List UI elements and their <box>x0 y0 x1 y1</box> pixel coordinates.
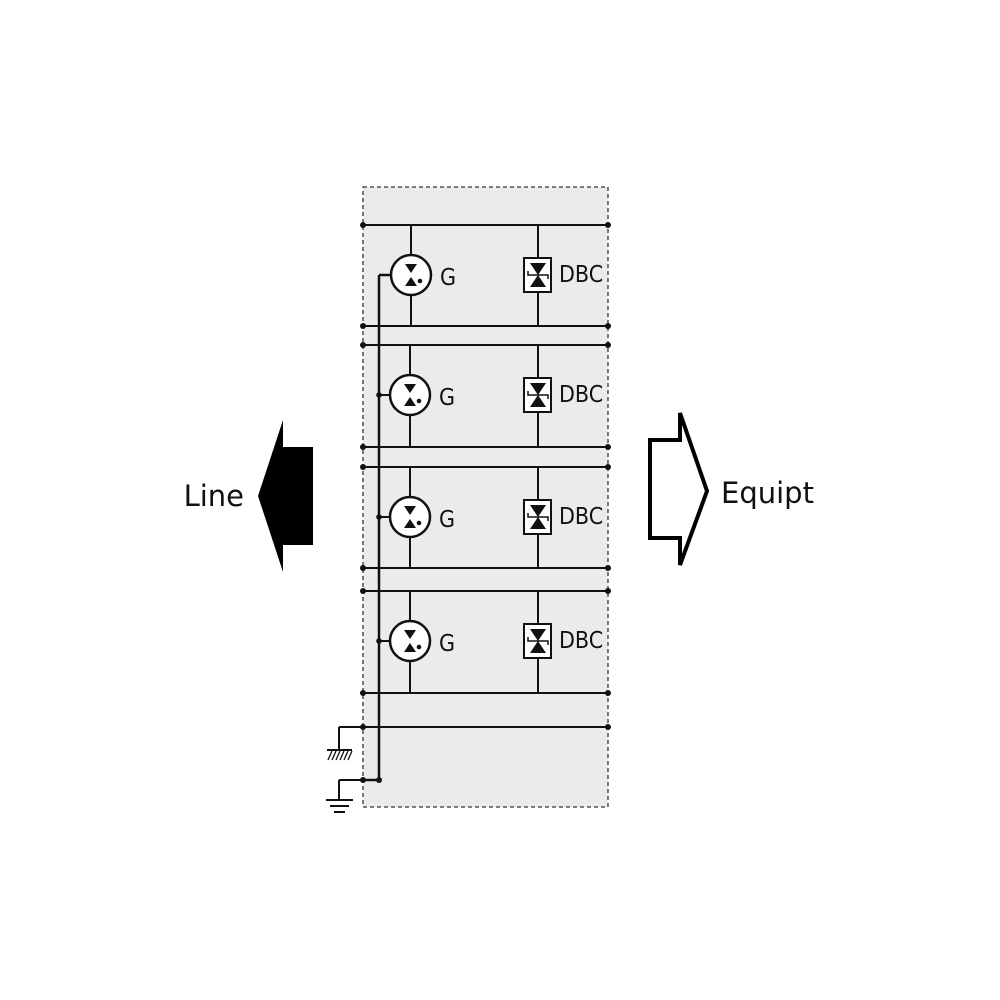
tube-ground-bus <box>360 275 382 783</box>
protection-stage: G DBC <box>360 222 611 329</box>
tube-label: G <box>439 385 455 411</box>
protection-stage: G DBC <box>360 342 611 450</box>
tube-label: G <box>439 631 455 657</box>
bidirectional-diode-icon <box>523 467 552 568</box>
bidirectional-diode-icon <box>523 591 552 693</box>
diode-label: DBC <box>559 262 603 288</box>
protection-stage: G DBC <box>360 588 611 696</box>
gas-discharge-tube-icon <box>379 225 433 326</box>
tube-label: G <box>439 507 455 533</box>
bidirectional-diode-icon <box>523 225 552 326</box>
gas-discharge-tube-icon <box>376 345 432 447</box>
solid-arrow-left-icon <box>258 420 313 572</box>
equipment-arrow: Equipt <box>648 412 814 566</box>
chassis-ground-icon <box>327 726 363 761</box>
gas-discharge-tube-icon <box>376 591 432 693</box>
diode-label: DBC <box>559 382 603 408</box>
protection-stage: G DBC <box>360 464 611 571</box>
equipment-label: Equipt <box>721 476 814 510</box>
line-label: Line <box>184 479 244 513</box>
gas-discharge-tube-icon <box>376 467 432 568</box>
bidirectional-diode-icon <box>523 345 552 447</box>
tube-label: G <box>440 265 456 291</box>
diode-label: DBC <box>559 504 603 530</box>
diode-label: DBC <box>559 628 603 654</box>
outline-arrow-right-icon <box>648 412 710 566</box>
protection-stages: G DBC G DBC G DBC G DBC <box>360 222 611 696</box>
earth-ground-icon <box>326 779 363 813</box>
line-arrow: Line <box>184 420 313 572</box>
